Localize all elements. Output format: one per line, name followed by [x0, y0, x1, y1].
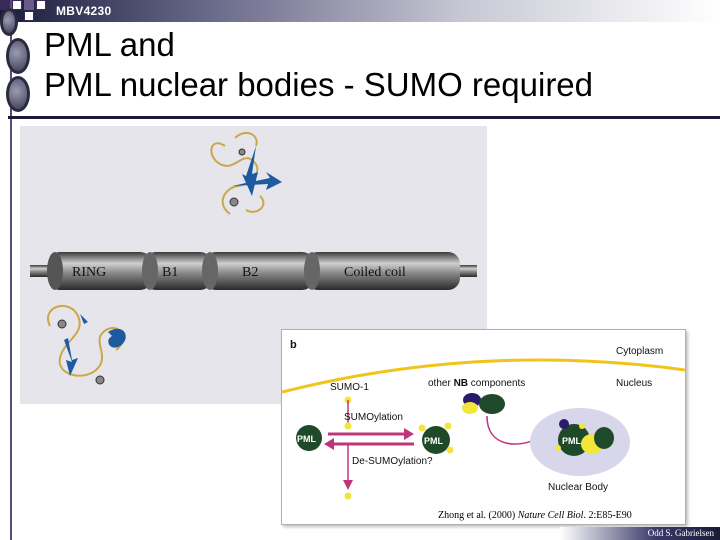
b-box-structure-icon	[210, 131, 282, 215]
title-line-2: PML nuclear bodies - SUMO required	[44, 66, 594, 103]
binder-ring-icon	[6, 76, 30, 112]
nb-to-body-arrow	[486, 415, 535, 445]
attached-sumo-3	[446, 446, 454, 454]
nb-components-label: other NB components	[428, 378, 525, 389]
panel-b-label: b	[290, 339, 297, 351]
header-square	[12, 0, 22, 10]
nucleus-label: Nucleus	[616, 378, 652, 389]
binder-ring-icon	[6, 38, 30, 74]
pml-domain-diagram: RING B1 B2 Coiled coil	[30, 131, 477, 385]
nb-component-green	[479, 394, 505, 414]
coiled-coil-domain	[306, 252, 460, 290]
header-bar	[0, 0, 720, 22]
sumoylation-label: SUMOylation	[344, 412, 403, 423]
binder-ring-icon	[0, 8, 18, 36]
released-sumo-dot	[344, 492, 352, 500]
sumo-label: SUMO-1	[330, 382, 369, 393]
title-divider	[8, 116, 720, 119]
nb-sumo-dot-2	[579, 423, 585, 429]
sumoylation-figure: b Cytoplasm Nucleus SUMO-1 other NB comp…	[281, 329, 686, 525]
binder-line	[10, 0, 12, 540]
attached-sumo-1	[418, 424, 426, 432]
slide-title: PML and PML nuclear bodies - SUMO requir…	[44, 25, 593, 105]
author-name: Odd S. Gabrielsen	[647, 528, 714, 538]
b1-domain	[144, 252, 212, 290]
sumo-dot-membrane	[344, 422, 352, 430]
footer-bar	[560, 527, 720, 540]
b2-domain	[204, 252, 314, 290]
pml-sumoylated	[422, 426, 450, 454]
b2-domain-cap	[202, 252, 218, 290]
attached-sumo-2	[444, 422, 452, 430]
sumoylation-diagram: b Cytoplasm Nucleus SUMO-1 other NB comp…	[281, 339, 686, 500]
cytoplasm-label: Cytoplasm	[616, 346, 663, 357]
nb-component-yellow	[462, 402, 478, 414]
title-line-1: PML and	[44, 26, 175, 63]
course-code: MBV4230	[56, 4, 112, 18]
nuclear-membrane	[281, 358, 686, 394]
nb-purple-blob	[559, 419, 569, 429]
domain-label-coiled-coil: Coiled coil	[344, 265, 406, 280]
pml-label-middle: PML	[424, 436, 444, 446]
b1-domain-cap	[142, 252, 158, 290]
pml-unmodified	[296, 425, 322, 451]
header-square	[36, 0, 46, 10]
coiled-coil-domain-cap	[304, 252, 320, 290]
pml-label-left: PML	[297, 434, 317, 444]
figure-citation: Zhong et al. (2000) Nature Cell Biol. 2:…	[438, 510, 632, 521]
domain-label-ring: RING	[72, 265, 106, 280]
header-square	[0, 0, 10, 10]
domain-label-b2: B2	[242, 265, 258, 280]
domain-label-b1: B1	[162, 265, 178, 280]
nb-green-blob	[594, 427, 614, 449]
nuclear-body-label: Nuclear Body	[548, 482, 608, 493]
header-square	[24, 11, 34, 21]
desumoylation-label: De-SUMOylation?	[352, 456, 433, 467]
ring-domain	[48, 252, 152, 290]
nb-sumo-dot-1	[555, 445, 561, 451]
pml-label-right: PML	[562, 436, 582, 446]
ring-structure-icon	[47, 305, 126, 385]
header-square	[24, 0, 34, 10]
ring-domain-cap	[47, 252, 63, 290]
